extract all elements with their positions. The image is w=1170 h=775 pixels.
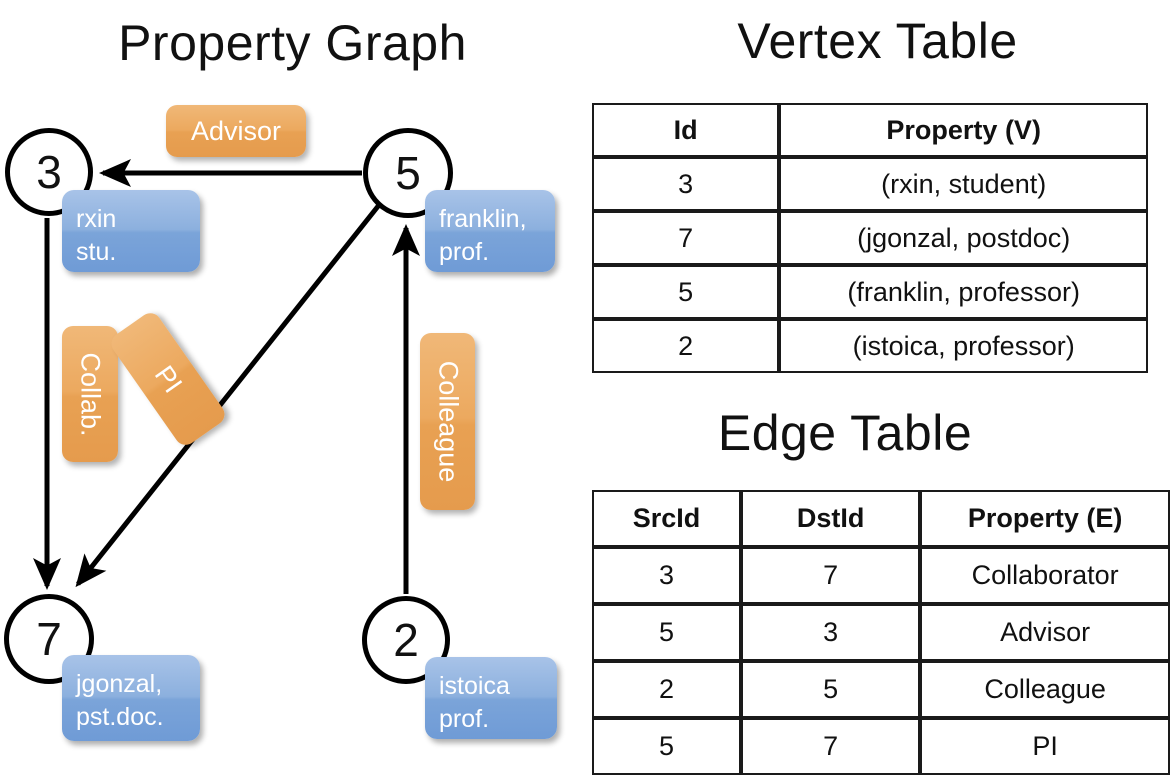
cell-srcid: 5 [592, 604, 742, 661]
table-header-row: Id Property (V) [592, 103, 1148, 157]
table-row[interactable]: 5 (franklin, professor) [592, 265, 1148, 319]
vertex-property-box-franklin: franklin, prof. [425, 190, 555, 272]
vertex-property-line-1: istoica [439, 672, 510, 700]
cell-property: (istoica, professor) [779, 319, 1148, 373]
table-row[interactable]: 5 7 PI [592, 718, 1170, 775]
graph-vertex-5[interactable]: 5 [363, 128, 453, 218]
column-header-property-v: Property (V) [779, 103, 1148, 157]
table-row[interactable]: 3 (rxin, student) [592, 157, 1148, 211]
cell-id: 2 [592, 319, 780, 373]
table-row[interactable]: 3 7 Collaborator [592, 547, 1170, 604]
cell-property: Collaborator [920, 547, 1170, 604]
cell-property: (franklin, professor) [779, 265, 1148, 319]
page-title-edge-table: Edge Table [717, 405, 973, 461]
edge-label-text: Collab. [75, 351, 106, 437]
table-row[interactable]: 7 (jgonzal, postdoc) [592, 211, 1148, 265]
table-row[interactable]: 5 3 Advisor [592, 604, 1170, 661]
cell-srcid: 2 [592, 661, 742, 718]
column-header-property-e: Property (E) [920, 490, 1170, 547]
cell-property: (rxin, student) [779, 157, 1148, 211]
edge-label-text: Advisor [190, 115, 282, 146]
column-header-dstid: DstId [741, 490, 921, 547]
table-row[interactable]: 2 (istoica, professor) [592, 319, 1148, 373]
cell-srcid: 3 [592, 547, 742, 604]
edge-label-collab: Collab. [62, 326, 118, 462]
vertex-property-line-2: prof. [439, 238, 490, 266]
cell-dstid: 7 [741, 718, 921, 775]
cell-id: 5 [592, 265, 780, 319]
cell-id: 7 [592, 211, 780, 265]
cell-property: PI [920, 718, 1170, 775]
edge-label-colleague: Colleague [420, 333, 475, 510]
edge-label-text: PI [148, 359, 189, 398]
graph-edge-5-to-7 [75, 203, 381, 588]
edge-label-text: Colleague [433, 360, 463, 483]
vertex-property-line-1: jgonzal, [76, 670, 163, 698]
cell-property: (jgonzal, postdoc) [779, 211, 1148, 265]
vertex-property-line-1: franklin, [439, 205, 527, 233]
cell-dstid: 5 [741, 661, 921, 718]
table-header-row: SrcId DstId Property (E) [592, 490, 1170, 547]
graph-vertex-2[interactable]: 2 [362, 596, 450, 684]
page-title-vertex-table: Vertex Table [737, 13, 1018, 69]
vertex-property-box-jgonzal: jgonzal, pst.doc. [62, 655, 200, 741]
cell-id: 3 [592, 157, 780, 211]
cell-srcid: 5 [592, 718, 742, 775]
vertex-property-box-rxin: rxin stu. [62, 190, 200, 272]
property-graph-diagram: 3 5 7 2 rxin stu. franklin, prof. jgonza… [0, 0, 585, 760]
page-title-property-graph: Property Graph [118, 15, 467, 71]
vertex-property-line-2: prof. [439, 705, 490, 733]
table-row[interactable]: 2 5 Colleague [592, 661, 1170, 718]
cell-dstid: 7 [741, 547, 921, 604]
column-header-id: Id [592, 103, 780, 157]
column-header-srcid: SrcId [592, 490, 742, 547]
cell-property: Colleague [920, 661, 1170, 718]
vertex-property-line-2: stu. [76, 238, 117, 266]
vertex-property-line-1: rxin [76, 205, 117, 233]
edge-label-advisor: Advisor [166, 105, 306, 157]
vertex-table: Id Property (V) 3 (rxin, student) 7 (jgo… [592, 103, 1148, 373]
vertex-property-box-istoica: istoica prof. [425, 657, 557, 739]
cell-property: Advisor [920, 604, 1170, 661]
vertex-property-line-2: pst.doc. [76, 703, 164, 731]
edge-table: SrcId DstId Property (E) 3 7 Collaborato… [592, 490, 1170, 775]
graph-edge-lines [33, 159, 420, 594]
cell-dstid: 3 [741, 604, 921, 661]
